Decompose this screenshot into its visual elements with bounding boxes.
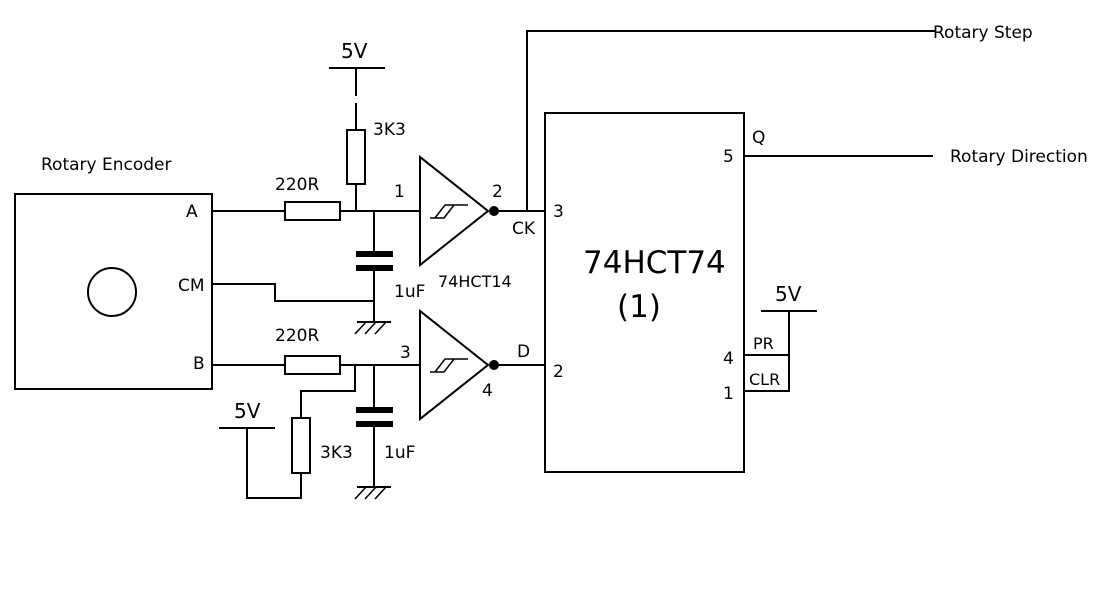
- ff-pin-q-label: Q: [752, 128, 765, 148]
- cap-b-label: 1uF: [384, 443, 415, 463]
- pr-clr-tie-wire: [743, 310, 790, 392]
- inv1-out-pin: 2: [492, 182, 503, 202]
- rotary-encoder-body: [14, 193, 213, 390]
- ground-a-icon: [354, 321, 391, 335]
- encoder-pin-a-label: A: [186, 202, 198, 222]
- rotary-step-label: Rotary Step: [933, 23, 1033, 43]
- inv1-in-pin: 1: [394, 182, 405, 202]
- pullup-b-resistor: [291, 417, 311, 474]
- flip-flop-chip: [544, 112, 745, 473]
- inverter-part-label: 74HCT14: [438, 272, 512, 291]
- ff-pin-pr-number: 4: [723, 349, 734, 369]
- flip-flop-part-label: 74HCT74: [583, 245, 726, 281]
- pullup-a-resistor: [346, 129, 366, 185]
- cm-ground-wire: [211, 283, 375, 302]
- ground-b-icon: [354, 486, 391, 500]
- rotary-step-wire: [526, 30, 936, 212]
- flip-flop-unit-label: (1): [617, 289, 661, 325]
- vcc-top-label: 5V: [341, 39, 368, 63]
- schmitt-inverter-2: [419, 308, 499, 422]
- encoder-pin-b-label: B: [193, 354, 205, 374]
- ff-pin-ck-label: CK: [512, 219, 536, 239]
- pullup-a-label: 3K3: [373, 120, 406, 140]
- series-a-label: 220R: [275, 175, 319, 195]
- rotary-encoder-title: Rotary Encoder: [41, 155, 172, 175]
- pullup-b-label: 3K3: [320, 443, 353, 463]
- ff-pin-q-number: 5: [723, 147, 734, 167]
- inv2-in-pin: 3: [400, 343, 411, 363]
- ff-pin-pr-label: PR: [753, 334, 774, 353]
- encoder-knob-icon: [87, 267, 137, 317]
- rotary-direction-label: Rotary Direction: [950, 147, 1088, 167]
- encoder-pin-cm-label: CM: [178, 276, 205, 296]
- ff-pin-ck-number: 3: [553, 202, 564, 222]
- series-b-label: 220R: [275, 326, 319, 346]
- cap-a-label: 1uF: [394, 282, 425, 302]
- series-a-resistor: [284, 201, 341, 221]
- series-b-resistor: [284, 355, 341, 375]
- ff-pin-clr-number: 1: [723, 384, 734, 404]
- ff-pin-d-number: 2: [553, 362, 564, 382]
- inv2-out-pin: 4: [482, 381, 493, 401]
- vcc-bottom-left-label: 5V: [234, 399, 261, 423]
- vcc-pr-label: 5V: [775, 282, 802, 306]
- ff-pin-clr-label: CLR: [749, 370, 780, 389]
- pullup-b-wire: [246, 364, 356, 499]
- schmitt-inverter-1: [419, 154, 499, 268]
- ff-pin-d-label: D: [517, 342, 530, 362]
